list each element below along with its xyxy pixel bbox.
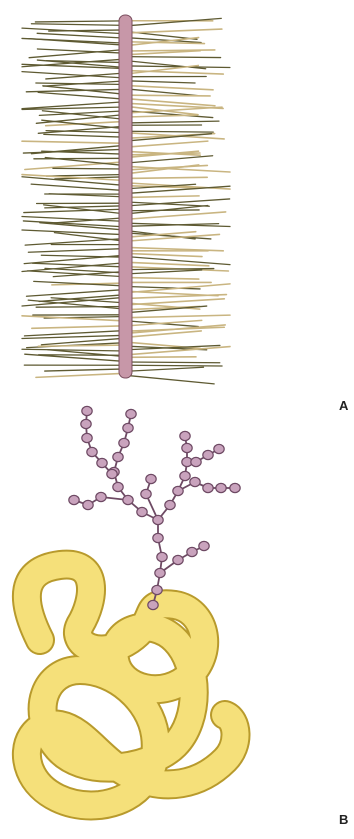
- sugar-unit: [113, 482, 123, 491]
- bristle: [37, 33, 125, 38]
- bristle: [38, 345, 125, 346]
- sugar-unit: [203, 483, 213, 492]
- bristle: [35, 21, 125, 22]
- bristle: [53, 168, 125, 169]
- sugar-unit: [83, 500, 93, 509]
- bristle: [36, 373, 125, 377]
- sugar-unit: [173, 486, 183, 495]
- sugar-unit: [152, 585, 162, 594]
- bristle: [22, 230, 125, 235]
- sugar-unit: [69, 495, 79, 504]
- sugar-unit: [126, 409, 136, 418]
- bristle: [32, 326, 125, 329]
- bristle: [125, 234, 219, 241]
- panel-label-b: B: [339, 812, 348, 827]
- bristle: [125, 57, 221, 58]
- sugar-unit: [82, 406, 92, 415]
- sugar-unit: [180, 431, 190, 440]
- glycoprotein-diagram: [27, 406, 240, 805]
- sugar-unit: [123, 423, 133, 432]
- bottlebrush-diagram: [22, 15, 230, 384]
- sugar-unit: [141, 489, 151, 498]
- sugar-unit: [81, 419, 91, 428]
- bristle: [125, 196, 199, 198]
- sugar-unit: [230, 483, 240, 492]
- bristle: [125, 375, 214, 384]
- bristle: [125, 141, 208, 147]
- sugar-unit: [107, 469, 117, 478]
- sugar-unit: [180, 471, 190, 480]
- sugar-unit: [191, 457, 201, 466]
- sugar-unit: [123, 495, 133, 504]
- sugar-unit: [199, 541, 209, 550]
- bristle: [125, 262, 209, 266]
- bristle: [125, 362, 220, 363]
- bristle: [125, 115, 196, 117]
- sugar-unit: [165, 500, 175, 509]
- sugar-unit: [153, 515, 163, 524]
- sugar-unit: [97, 458, 107, 467]
- sugar-unit: [203, 450, 213, 459]
- bristle: [125, 50, 215, 51]
- sugar-unit: [146, 474, 156, 483]
- bristle: [125, 270, 202, 274]
- bristle: [36, 307, 125, 308]
- bristle: [125, 81, 195, 83]
- sugar-unit: [173, 555, 183, 564]
- bristle: [125, 29, 222, 33]
- bristle: [125, 284, 230, 293]
- bristle: [125, 95, 210, 96]
- bristle: [125, 295, 226, 299]
- bristle: [22, 349, 125, 351]
- bristle: [31, 184, 125, 190]
- bristle: [125, 277, 199, 279]
- sugar-unit: [96, 492, 106, 501]
- bristle: [125, 177, 207, 178]
- bristle: [125, 131, 213, 132]
- sugar-unit: [113, 452, 123, 461]
- panel-label-a: A: [339, 398, 348, 413]
- sugar-unit: [148, 600, 158, 609]
- core-protein-rod: [119, 15, 132, 378]
- bristle: [125, 325, 225, 334]
- bristle: [125, 315, 230, 318]
- bristle: [125, 357, 196, 358]
- bristle: [125, 367, 204, 371]
- bristle: [125, 253, 202, 256]
- bristle: [125, 121, 219, 123]
- sugar-unit: [182, 443, 192, 452]
- bristle: [22, 141, 125, 143]
- sugar-unit: [187, 547, 197, 556]
- bristle: [125, 86, 213, 90]
- sugar-unit: [82, 433, 92, 442]
- bristle: [125, 18, 221, 26]
- sugar-unit: [157, 552, 167, 561]
- bristle: [45, 369, 125, 371]
- sugar-unit: [155, 568, 165, 577]
- protein-highlight: [27, 565, 236, 806]
- bristle: [125, 299, 224, 305]
- bristle: [31, 24, 125, 26]
- bristle: [125, 365, 222, 366]
- sugar-unit: [137, 507, 147, 516]
- bristle: [36, 83, 125, 85]
- bristle: [42, 151, 125, 154]
- sugar-unit: [214, 444, 224, 453]
- sugar-unit: [153, 533, 163, 542]
- sugar-unit: [119, 438, 129, 447]
- sugar-unit: [216, 483, 226, 492]
- bristle: [46, 174, 125, 176]
- sugar-unit: [190, 477, 200, 486]
- sugar-unit: [87, 447, 97, 456]
- bristle: [44, 134, 125, 137]
- bristle: [28, 249, 125, 253]
